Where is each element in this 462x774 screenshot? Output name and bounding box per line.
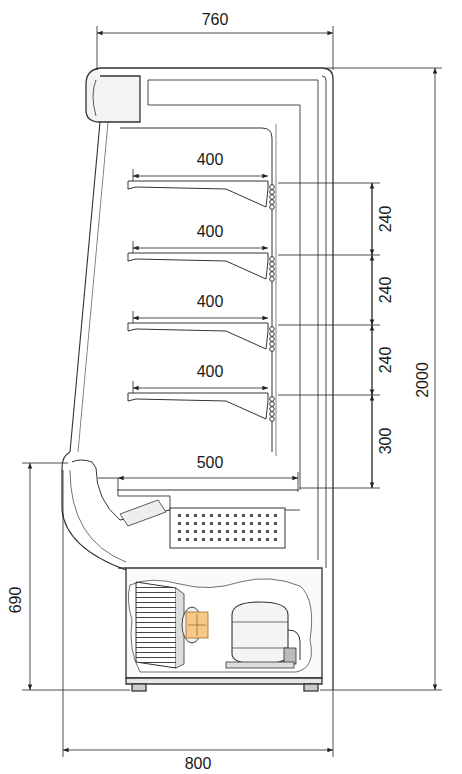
shelf-bracket <box>270 195 275 200</box>
shelves <box>128 181 274 421</box>
shelf-dimension-lines <box>133 169 268 393</box>
shelf-bracket <box>270 262 275 267</box>
dimension-label: 400 <box>195 293 226 311</box>
shelf-bracket <box>270 332 275 337</box>
dimension-line <box>133 318 268 319</box>
shelf-bracket <box>270 347 275 352</box>
dimension-label: 760 <box>200 11 231 29</box>
shelf-bracket <box>270 267 275 272</box>
shelf-bracket <box>270 257 275 262</box>
dimension-label: 240 <box>377 345 395 376</box>
shelf <box>128 253 268 279</box>
shelf-bracket <box>270 402 275 407</box>
cabinet-body <box>62 68 333 691</box>
extension-line <box>133 311 134 323</box>
shelf-bracket <box>270 200 275 205</box>
dimension-label: 400 <box>195 151 226 169</box>
shelf-bracket <box>270 407 275 412</box>
shelf-bracket <box>270 185 275 190</box>
shelf-bracket <box>270 417 275 422</box>
shelf-bracket <box>270 412 275 417</box>
dimension-lines <box>22 26 442 757</box>
shelf-bracket <box>270 342 275 347</box>
shelf-bracket <box>270 190 275 195</box>
extension-line <box>133 169 134 181</box>
extension-line <box>133 241 134 253</box>
dimension-label: 2000 <box>414 360 432 400</box>
dimension-label: 300 <box>377 426 395 457</box>
dimension-label: 690 <box>7 585 25 616</box>
shelf-bracket <box>270 337 275 342</box>
extension-line <box>133 381 134 393</box>
shelf-bracket <box>270 327 275 332</box>
shelf <box>128 181 268 207</box>
shelf-bracket <box>270 205 275 210</box>
shelf <box>128 323 268 349</box>
dimension-label: 240 <box>377 204 395 235</box>
dimension-label: 400 <box>195 363 226 381</box>
dimension-label: 400 <box>195 223 226 241</box>
dimension-label: 240 <box>377 275 395 306</box>
shelf-bracket <box>270 277 275 282</box>
shelf <box>128 393 268 419</box>
dimension-label: 500 <box>195 454 226 472</box>
dimension-line <box>133 176 268 177</box>
dimension-line <box>133 248 268 249</box>
shelf-bracket <box>270 397 275 402</box>
dimension-line <box>133 388 268 389</box>
shelf-bracket <box>270 272 275 277</box>
dimension-label: 800 <box>183 755 214 773</box>
